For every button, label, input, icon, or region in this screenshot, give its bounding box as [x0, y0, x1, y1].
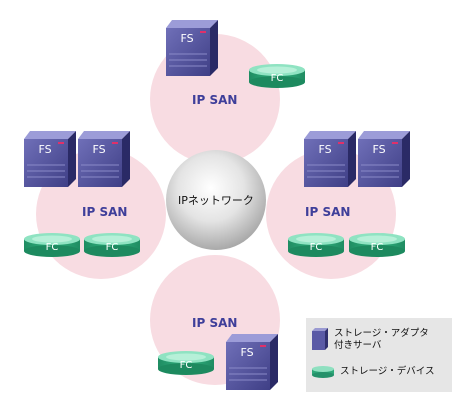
- fs-server-label: FS: [318, 143, 332, 156]
- fc-disk: FC: [24, 232, 80, 258]
- legend-disk-text: ストレージ・デバイス: [340, 366, 435, 377]
- fc-disk: FC: [288, 232, 344, 258]
- fc-disk-label: FC: [105, 242, 119, 253]
- fc-disk-label: FC: [179, 360, 193, 371]
- disk-icon: [312, 366, 334, 378]
- fs-server: FS: [304, 131, 356, 187]
- fs-server-label: FS: [92, 143, 106, 156]
- legend-item-server: ストレージ・アダプタ 付きサーバ: [312, 328, 429, 352]
- fs-server-label: FS: [180, 32, 194, 45]
- fc-disk-label: FC: [370, 242, 384, 253]
- san-label-right: IP SAN: [305, 205, 351, 219]
- fc-disk: FC: [158, 350, 214, 376]
- fs-server: FS: [166, 20, 218, 76]
- legend-item-disk: ストレージ・デバイス: [312, 366, 435, 378]
- legend-box: ストレージ・アダプタ 付きサーバ ストレージ・デバイス: [306, 318, 452, 392]
- ip-network-label: IPネットワーク: [178, 194, 254, 207]
- fs-server-label: FS: [38, 143, 52, 156]
- fs-server-label: FS: [240, 346, 254, 359]
- fs-server: FS: [78, 131, 130, 187]
- san-label-bottom: IP SAN: [192, 316, 238, 330]
- fs-server: FS: [226, 334, 278, 390]
- fs-server: FS: [358, 131, 410, 187]
- fs-server: FS: [24, 131, 76, 187]
- server-icon: [312, 328, 328, 350]
- fs-server-label: FS: [372, 143, 386, 156]
- fc-disk: FC: [84, 232, 140, 258]
- fc-disk-label: FC: [45, 242, 59, 253]
- san-label-top: IP SAN: [192, 93, 238, 107]
- fc-disk: FC: [249, 63, 305, 89]
- san-label-left: IP SAN: [82, 205, 128, 219]
- ip-network-sphere: IPネットワーク: [166, 150, 266, 250]
- fc-disk-label: FC: [309, 242, 323, 253]
- fc-disk-label: FC: [270, 73, 284, 84]
- legend-server-text: ストレージ・アダプタ 付きサーバ: [334, 328, 429, 351]
- fc-disk: FC: [349, 232, 405, 258]
